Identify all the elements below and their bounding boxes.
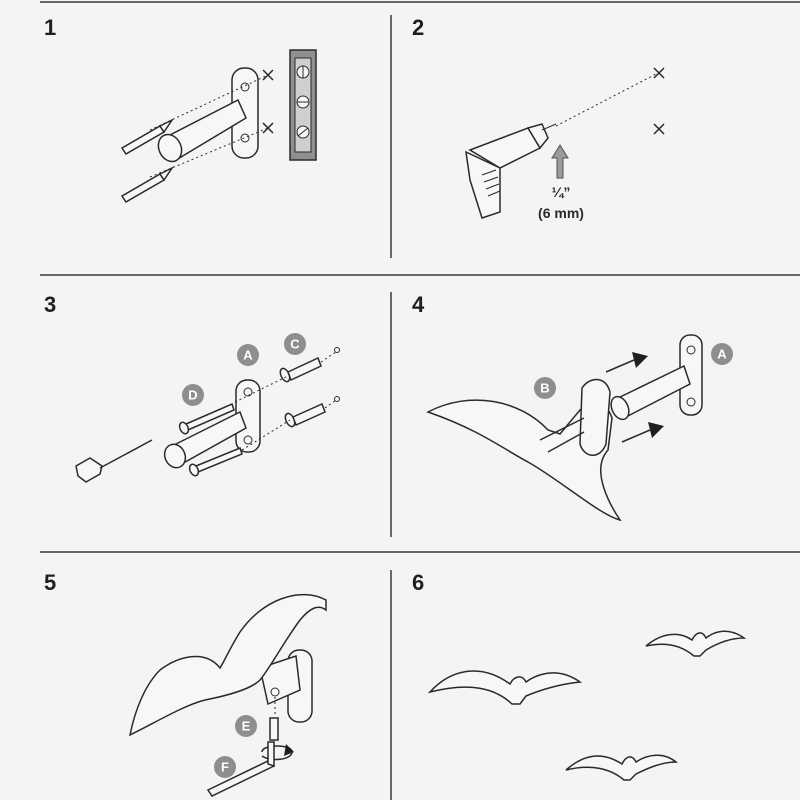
up-arrow-icon	[551, 144, 569, 179]
step-1-illustration	[120, 49, 317, 204]
seagull-body	[426, 399, 622, 522]
arrow-right-icon	[605, 352, 648, 373]
svg-text:E: E	[242, 719, 251, 734]
step-3-illustration: A C D	[75, 333, 340, 483]
drill-icon	[465, 123, 557, 219]
svg-text:F: F	[221, 760, 229, 775]
seagull-icon	[645, 630, 747, 657]
arrow-right-icon	[621, 422, 664, 443]
label-badge-b: B	[534, 377, 556, 399]
screw-icon	[188, 447, 243, 477]
label-badge-f: F	[214, 756, 236, 778]
svg-text:A: A	[717, 347, 727, 362]
wall-anchor-icon	[279, 356, 322, 383]
level-tool-icon	[289, 49, 317, 161]
screwdriver-icon	[75, 439, 153, 483]
step-number-6: 6	[412, 570, 424, 595]
svg-text:C: C	[290, 337, 300, 352]
drill-mark	[653, 123, 665, 135]
drill-size-metric: (6 mm)	[538, 205, 584, 221]
drill-size-fraction: ¼”	[552, 184, 571, 200]
seagull-icon	[427, 670, 583, 705]
svg-text:A: A	[243, 348, 253, 363]
label-badge-d: D	[182, 384, 204, 406]
step-number-4: 4	[412, 292, 425, 317]
svg-text:B: B	[540, 381, 549, 396]
label-badge-e: E	[235, 715, 257, 737]
step-number-5: 5	[44, 570, 56, 595]
label-badge-a: A	[711, 343, 733, 365]
step-number-2: 2	[412, 15, 424, 40]
pencil-icon	[120, 166, 175, 204]
seagull-body	[128, 593, 327, 737]
svg-text:D: D	[188, 388, 197, 403]
step-5-illustration: E F	[128, 593, 327, 797]
step-2-illustration: ¼” (6 mm)	[465, 67, 665, 221]
seagull-icon	[565, 754, 679, 781]
panel-dividers	[40, 1, 800, 800]
step-6-illustration	[427, 630, 747, 781]
pencil-icon	[120, 118, 175, 156]
step-4-illustration: B A	[426, 334, 733, 522]
label-badge-c: C	[284, 333, 306, 355]
screw-icon	[178, 402, 235, 435]
label-badge-a: A	[237, 344, 259, 366]
set-screw	[269, 717, 279, 741]
drill-mark	[653, 67, 665, 79]
step-number-3: 3	[44, 292, 56, 317]
step-number-1: 1	[44, 15, 56, 40]
wall-anchor-icon	[284, 402, 326, 428]
